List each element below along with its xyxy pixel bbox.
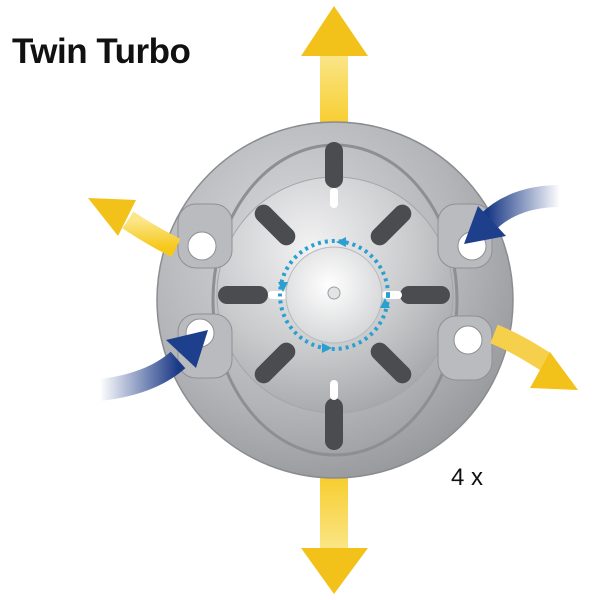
diagram-title: Twin Turbo xyxy=(12,32,191,71)
hub-center xyxy=(327,286,341,300)
port-left-upper xyxy=(177,203,233,269)
exhaust-arrow-top xyxy=(301,6,368,140)
intake-arrow-right xyxy=(464,185,561,244)
rotor-slots xyxy=(218,142,450,450)
exhaust-arrow-bottom xyxy=(301,460,368,594)
intake-arrow-left xyxy=(98,330,208,401)
port-right-lower xyxy=(437,315,493,381)
quantity-label: 4 x xyxy=(451,464,484,491)
exhaust-arrow-upper-left xyxy=(88,198,181,257)
exhaust-arrow-lower-right xyxy=(490,324,578,390)
rotation-arrow-icon xyxy=(278,237,390,353)
